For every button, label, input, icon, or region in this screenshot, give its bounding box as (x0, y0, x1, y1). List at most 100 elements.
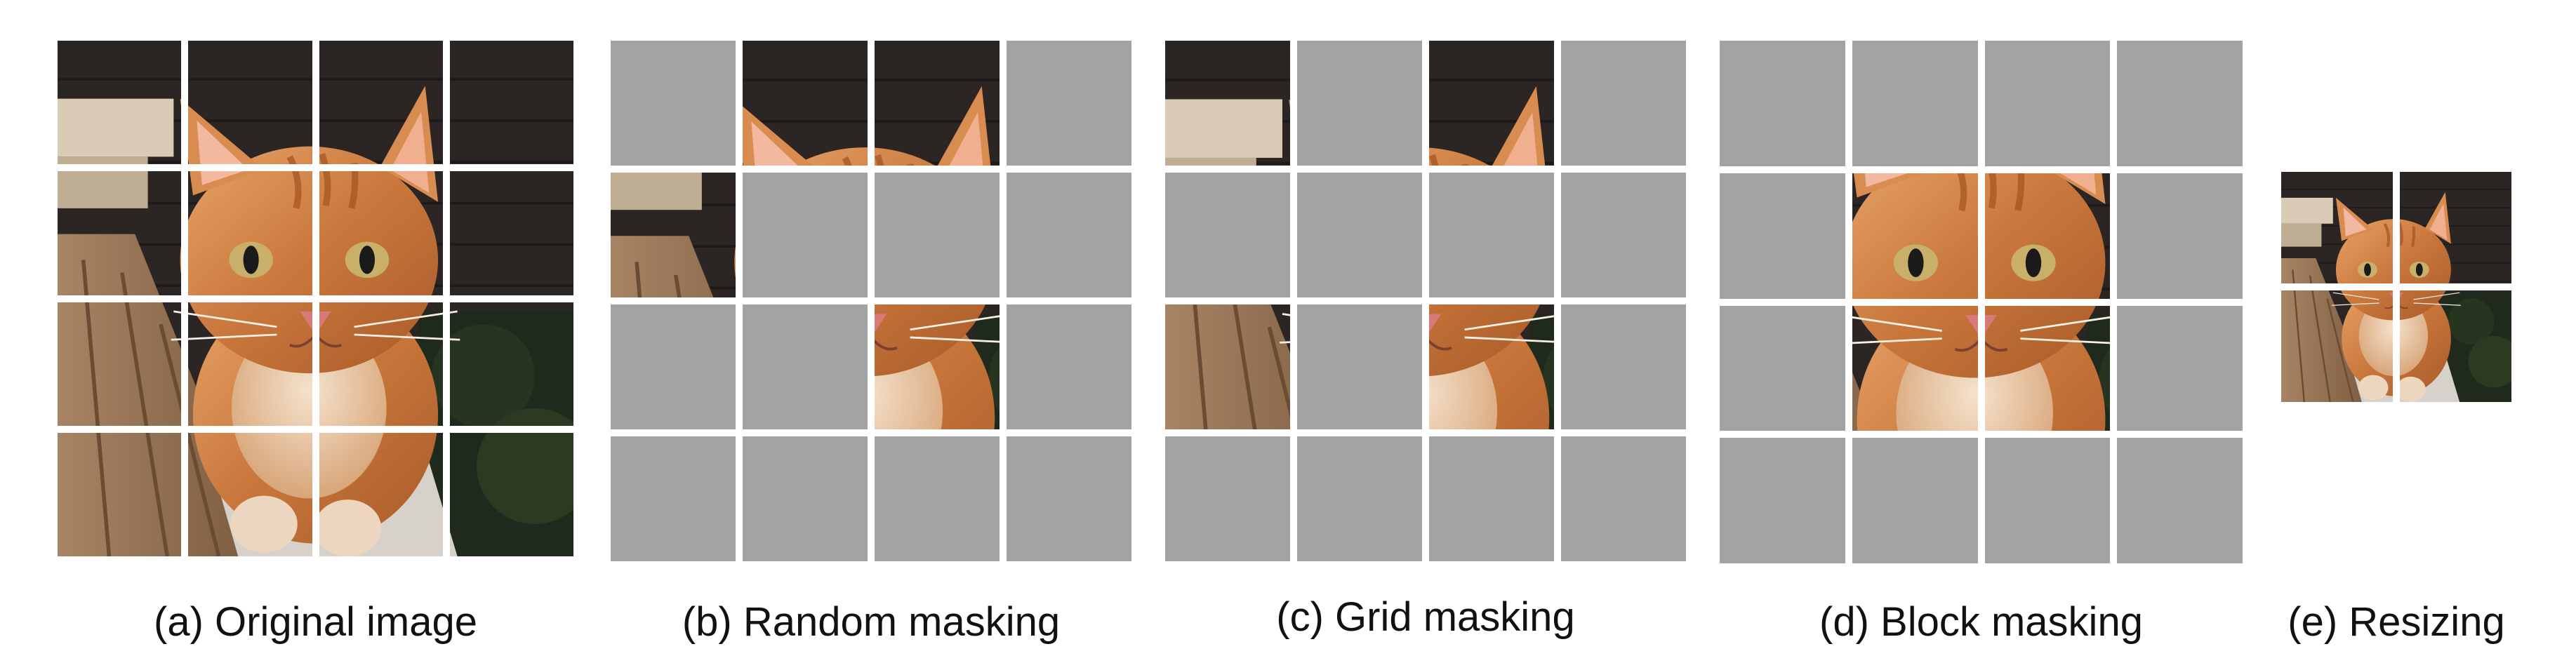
kitten-image-slice (319, 302, 443, 426)
kitten-image-slice (2281, 172, 2393, 283)
image-patch-grid-r0-c2 (1429, 41, 1554, 166)
image-patch-resize-r1-c1 (2400, 290, 2511, 402)
image-patch-original-r2-c2 (319, 302, 443, 426)
image-patch-original-r3-c3 (449, 432, 573, 556)
masked-patch-grid-r2-c1 (1297, 304, 1422, 429)
masked-patch-grid-r2-c3 (1561, 304, 1686, 429)
masked-patch-block-r1-c3 (2117, 173, 2243, 299)
image-patch-original-r2-c0 (58, 302, 182, 426)
caption-original: (a) Original image (154, 599, 477, 645)
image-patch-original-r1-c2 (319, 171, 443, 295)
image-patch-random-r2-c2 (875, 304, 1000, 429)
image-patch-original-r2-c1 (188, 302, 312, 426)
masked-patch-block-r2-c3 (2117, 305, 2243, 431)
image-patch-original-r2-c3 (449, 302, 573, 426)
masked-patch-random-r2-c0 (611, 304, 736, 429)
kitten-image-slice (188, 302, 312, 426)
masked-patch-grid-r0-c1 (1297, 41, 1422, 166)
kitten-image-slice (449, 302, 573, 426)
masked-patch-block-r0-c0 (1720, 41, 1845, 166)
masked-patch-random-r2-c1 (743, 304, 868, 429)
kitten-image-slice (2281, 290, 2393, 402)
kitten-image-slice (1429, 304, 1554, 429)
masked-patch-block-r3-c0 (1720, 438, 1845, 563)
masked-patch-grid-r1-c2 (1429, 173, 1554, 297)
image-patch-original-r1-c0 (58, 171, 182, 295)
masked-patch-random-r3-c2 (875, 436, 1000, 561)
image-patch-grid-r0-c0 (1165, 41, 1290, 166)
image-patch-original-r0-c3 (449, 41, 573, 165)
kitten-image-slice (188, 171, 312, 295)
masked-patch-random-r3-c0 (611, 436, 736, 561)
image-patch-random-r0-c1 (743, 41, 868, 166)
kitten-image-slice (875, 304, 1000, 429)
image-patch-block-r2-c2 (1984, 305, 2111, 431)
image-patch-original-r1-c1 (188, 171, 312, 295)
masked-patch-grid-r1-c1 (1297, 173, 1422, 297)
kitten-image-slice (319, 41, 443, 165)
kitten-image-slice (1165, 304, 1290, 429)
original-image-grid (58, 41, 573, 556)
image-patch-original-r0-c0 (58, 41, 182, 165)
image-patch-original-r3-c0 (58, 432, 182, 556)
masked-patch-random-r1-c3 (1007, 173, 1131, 297)
kitten-image-slice (449, 41, 573, 165)
masked-patch-random-r2-c3 (1007, 304, 1131, 429)
masked-patch-random-r1-c1 (743, 173, 868, 297)
kitten-image-slice (58, 41, 182, 165)
kitten-image-slice (2400, 172, 2511, 283)
image-patch-resize-r1-c0 (2281, 290, 2393, 402)
masked-patch-random-r0-c0 (611, 41, 736, 166)
caption-block-masking: (d) Block masking (1819, 599, 2143, 645)
kitten-image-slice (319, 432, 443, 556)
random-masking-grid (611, 41, 1131, 561)
caption-resizing: (e) Resizing (2288, 599, 2505, 645)
masked-patch-block-r0-c1 (1852, 41, 1978, 166)
kitten-image-slice (2400, 290, 2511, 402)
masked-patch-grid-r1-c0 (1165, 173, 1290, 297)
masked-patch-block-r3-c3 (2117, 438, 2243, 563)
masked-patch-grid-r3-c2 (1429, 436, 1554, 561)
masked-patch-block-r1-c0 (1720, 173, 1845, 299)
image-patch-original-r0-c2 (319, 41, 443, 165)
masked-patch-random-r1-c2 (875, 173, 1000, 297)
caption-grid-masking: (c) Grid masking (1276, 594, 1575, 640)
kitten-image-slice (1852, 305, 1978, 431)
image-patch-grid-r2-c0 (1165, 304, 1290, 429)
kitten-image-slice (449, 171, 573, 295)
masked-patch-grid-r0-c3 (1561, 41, 1686, 166)
image-patch-block-r1-c1 (1852, 173, 1978, 299)
image-patch-block-r1-c2 (1984, 173, 2111, 299)
grid-masking-grid (1165, 41, 1686, 561)
kitten-image-slice (875, 41, 1000, 166)
kitten-image-slice (1165, 41, 1290, 166)
masked-patch-grid-r3-c3 (1561, 436, 1686, 561)
kitten-image-slice (188, 432, 312, 556)
masked-patch-block-r3-c1 (1852, 438, 1978, 563)
kitten-image-slice (449, 432, 573, 556)
caption-random-masking: (b) Random masking (682, 599, 1061, 645)
kitten-image-slice (58, 171, 182, 295)
image-patch-original-r0-c1 (188, 41, 312, 165)
image-patch-grid-r2-c2 (1429, 304, 1554, 429)
kitten-image-slice (1984, 305, 2111, 431)
kitten-image-slice (1852, 173, 1978, 299)
image-patch-original-r3-c1 (188, 432, 312, 556)
kitten-image-slice (743, 41, 868, 166)
masked-patch-block-r3-c2 (1984, 438, 2111, 563)
kitten-image-slice (58, 432, 182, 556)
masked-patch-grid-r3-c0 (1165, 436, 1290, 561)
resizing-grid (2281, 172, 2511, 402)
masked-patch-random-r3-c1 (743, 436, 868, 561)
image-patch-resize-r0-c1 (2400, 172, 2511, 283)
image-patch-original-r3-c2 (319, 432, 443, 556)
kitten-image-slice (611, 173, 736, 297)
image-patch-block-r2-c1 (1852, 305, 1978, 431)
kitten-image-slice (188, 41, 312, 165)
kitten-image-slice (1984, 173, 2111, 299)
image-patch-original-r1-c3 (449, 171, 573, 295)
block-masking-grid (1720, 41, 2243, 563)
masked-patch-random-r0-c3 (1007, 41, 1131, 166)
image-patch-random-r1-c0 (611, 173, 736, 297)
masked-patch-block-r0-c3 (2117, 41, 2243, 166)
